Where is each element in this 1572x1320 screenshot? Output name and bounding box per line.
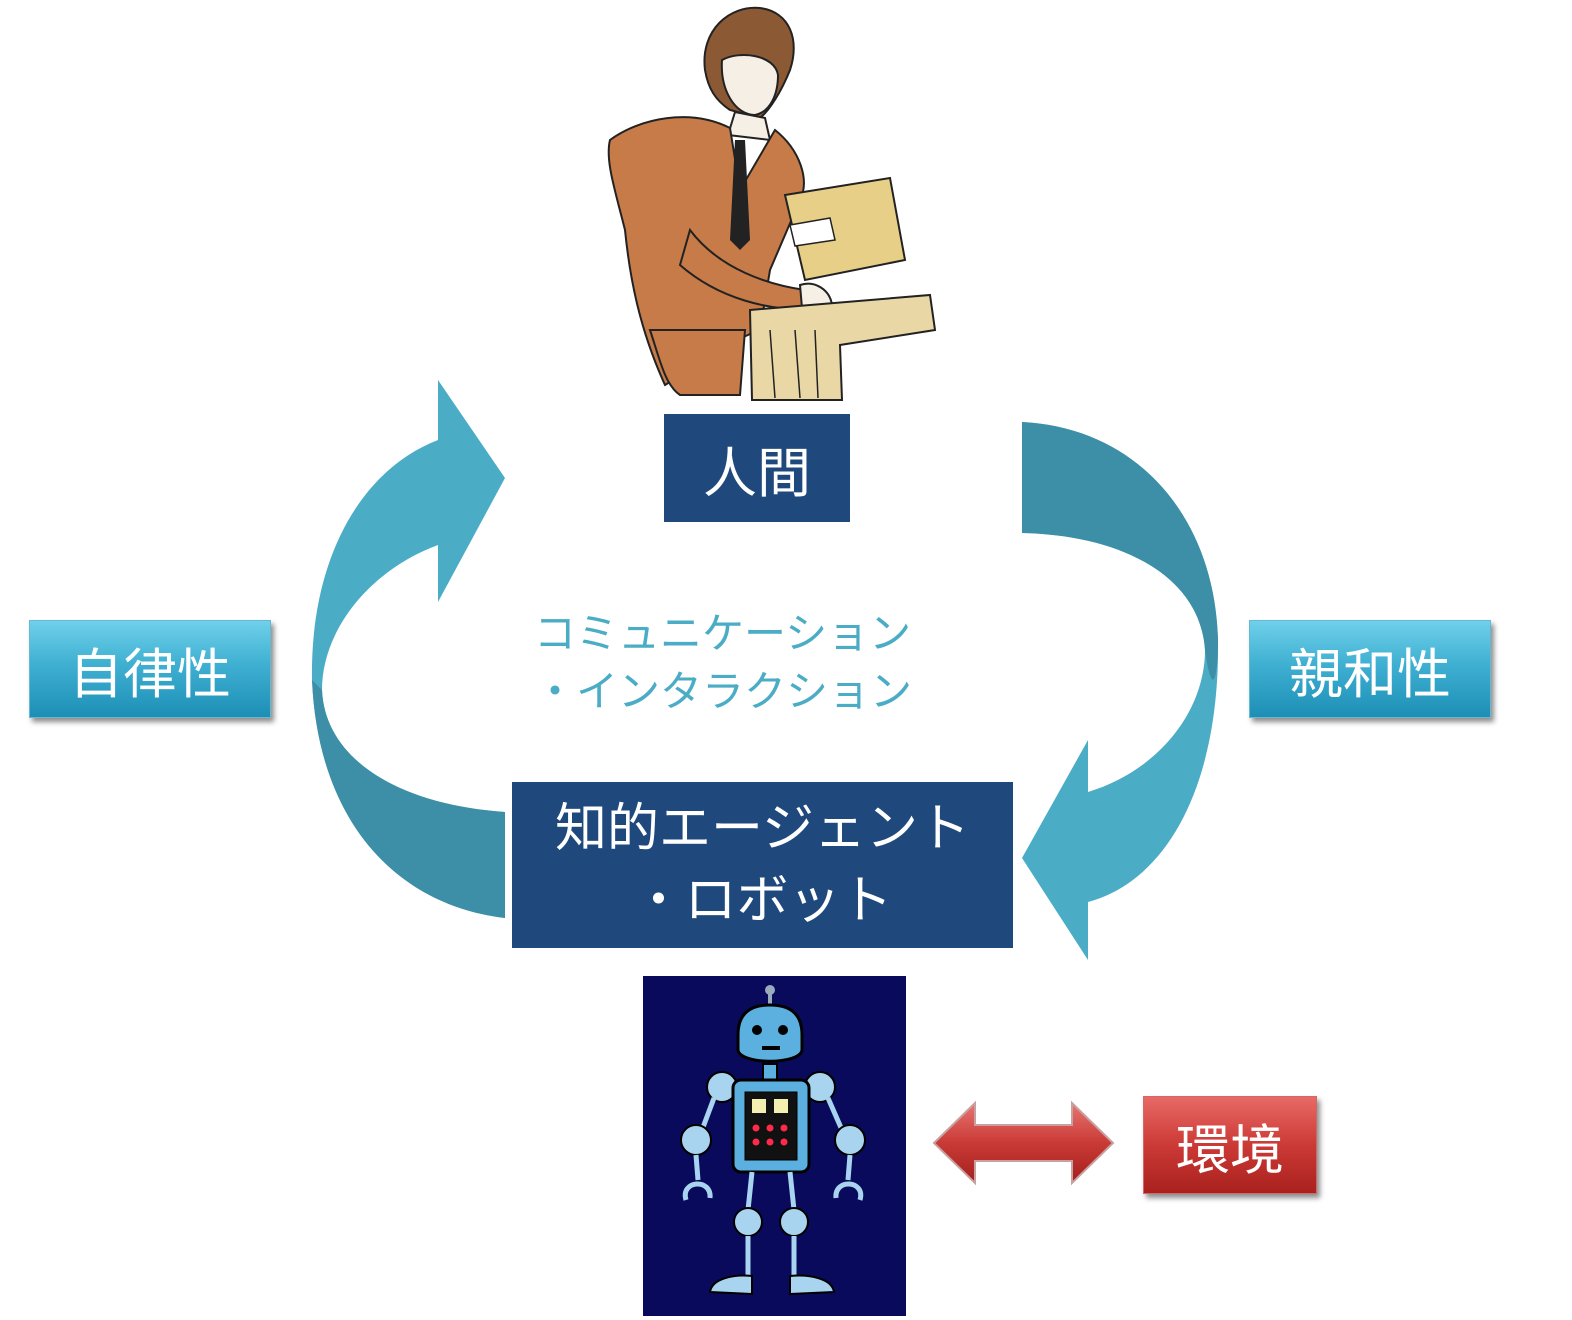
human-label: 人間 xyxy=(703,441,811,505)
affinity-label-box: 親和性 xyxy=(1249,620,1491,718)
agent-label-line2: ・ロボット xyxy=(632,871,893,931)
environment-label: 環境 xyxy=(1176,1118,1284,1182)
autonomy-label: 自律性 xyxy=(69,642,231,706)
environment-label-box: 環境 xyxy=(1143,1096,1317,1194)
autonomy-label-box: 自律性 xyxy=(29,620,271,718)
affinity-label: 親和性 xyxy=(1289,642,1451,706)
double-arrow-icon xyxy=(932,1100,1115,1186)
center-text-line1: コミュニケーション xyxy=(534,609,912,658)
agent-label-box: 知的エージェント ・ロボット xyxy=(512,782,1013,948)
human-label-box: 人間 xyxy=(664,414,850,522)
center-text-line2: ・インタラクション xyxy=(534,667,913,716)
agent-label-line1: 知的エージェント xyxy=(555,799,970,859)
